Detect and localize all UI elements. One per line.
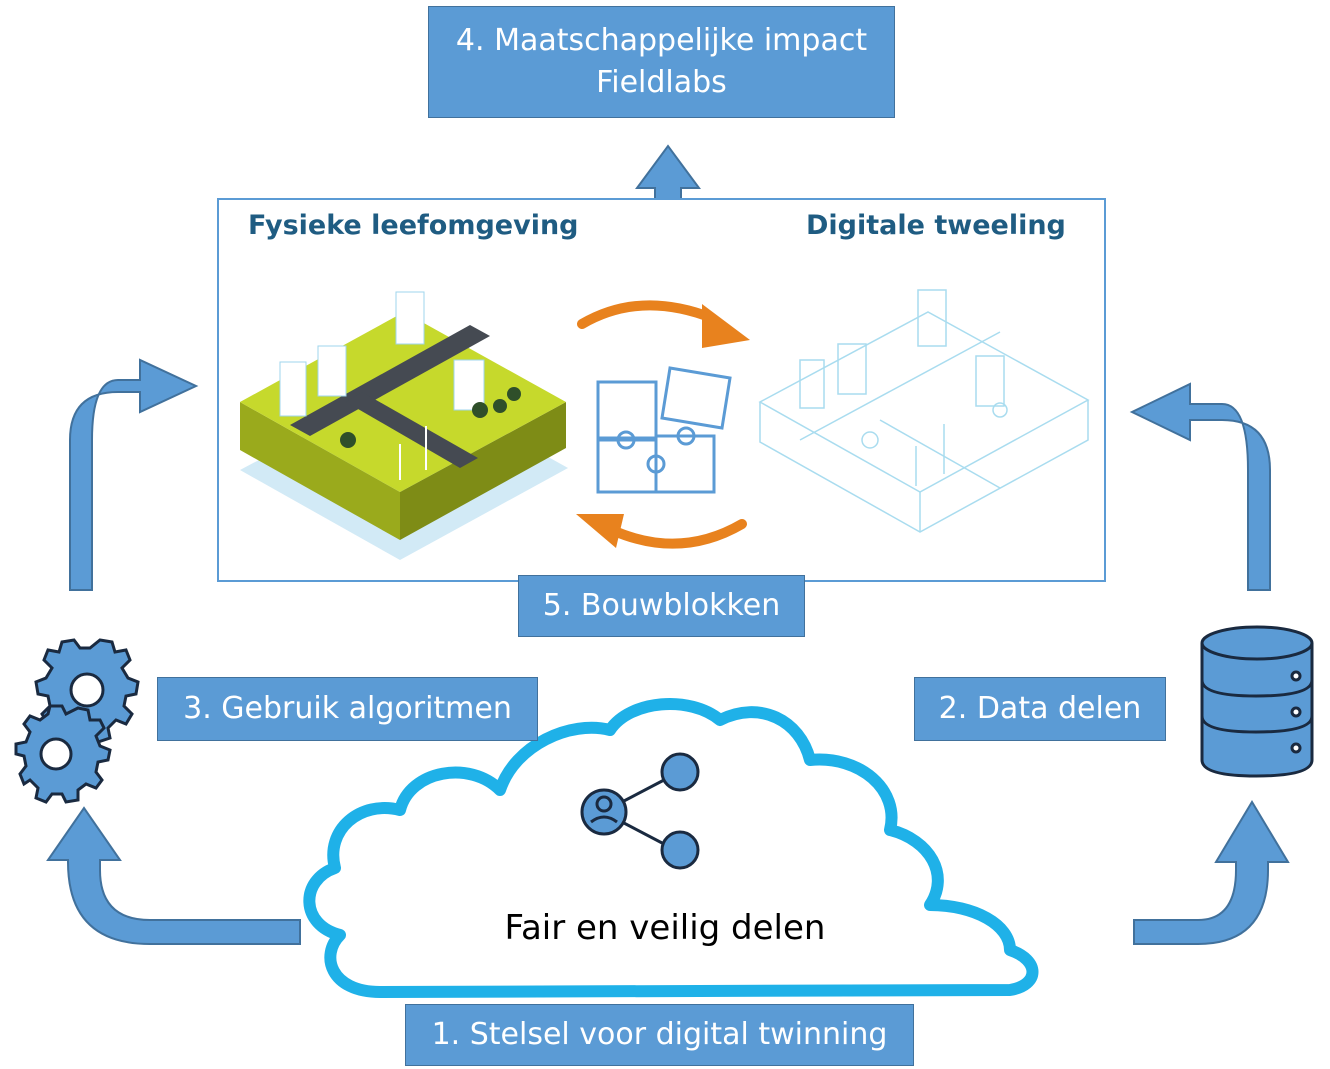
digital-twin-illustration bbox=[758, 289, 1090, 533]
bottom-right-arrow bbox=[1133, 800, 1290, 945]
share-network-icon bbox=[580, 752, 700, 870]
cycle-arrows-icon bbox=[576, 300, 750, 549]
right-bent-arrow bbox=[1129, 382, 1271, 591]
left-bent-arrow bbox=[69, 358, 199, 591]
impact-line-2: Fieldlabs bbox=[596, 65, 727, 100]
bottom-left-arrow bbox=[46, 806, 301, 945]
digital-twin-title: Digitale tweeling bbox=[806, 210, 1066, 241]
algorithms-box: 3. Gebruik algoritmen bbox=[157, 677, 538, 741]
framework-box: 1. Stelsel voor digital twinning bbox=[405, 1004, 914, 1066]
building-blocks-box: 5. Bouwblokken bbox=[518, 575, 805, 637]
impact-line-1: 4. Maatschappelijke impact bbox=[455, 23, 868, 58]
physical-environment-title: Fysieke leefomgeving bbox=[248, 210, 579, 241]
impact-box: 4. Maatschappelijke impact Fieldlabs bbox=[428, 6, 895, 118]
physical-city-illustration bbox=[240, 291, 568, 560]
puzzle-icon bbox=[596, 366, 732, 494]
data-sharing-box: 2. Data delen bbox=[914, 677, 1166, 741]
cloud-label: Fair en veilig delen bbox=[504, 908, 826, 948]
database-icon bbox=[1200, 625, 1314, 778]
gears-icon bbox=[14, 638, 140, 804]
